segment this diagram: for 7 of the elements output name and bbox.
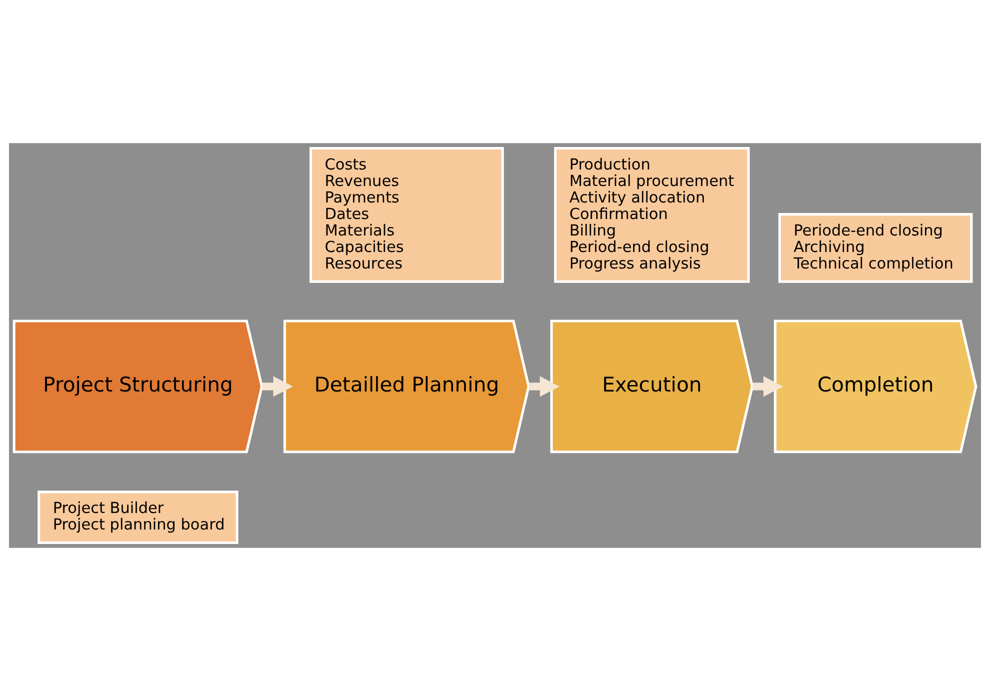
node-box: Costs Revenues Payments Dates Materials Capacities Resources	[309, 146, 504, 282]
node-box: Periode-end closing Archiving Technical completion	[778, 212, 972, 282]
node-box: Production Material procurement Activity allocation Confirmation Billing Period-end closing Progress analysis	[554, 146, 750, 282]
arrow	[528, 376, 559, 396]
arrow	[752, 376, 783, 396]
arrow	[262, 376, 292, 396]
node-box: Project Builder Project planning board	[37, 490, 238, 544]
